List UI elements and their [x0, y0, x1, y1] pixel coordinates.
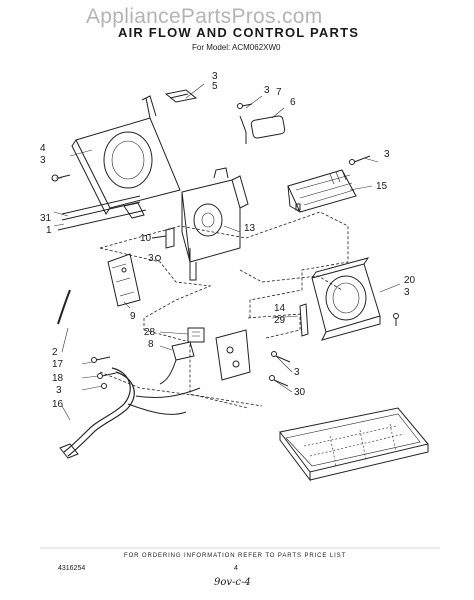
callout-14: 14: [274, 303, 286, 314]
doc-number: 4316254: [58, 565, 86, 572]
callout-6: 6: [290, 97, 296, 108]
callout-3: 3: [148, 253, 154, 264]
callout-29: 29: [274, 315, 286, 326]
callout-7: 7: [276, 87, 282, 98]
callout-20: 20: [404, 275, 416, 286]
part-control-bracket-9: [108, 254, 140, 306]
part-sensor-2: [58, 290, 70, 324]
leader-lines: [54, 84, 400, 420]
part-switch-28: [188, 328, 204, 342]
part-louver-15: [288, 170, 356, 212]
callout-17: 17: [52, 359, 64, 370]
part-capacitor-6: [238, 104, 286, 145]
callout-1: 1: [46, 225, 52, 236]
callout-8: 8: [148, 339, 154, 350]
callout-10: 10: [140, 233, 152, 244]
part-screw-3-30: [270, 352, 291, 387]
part-control-panel-14: [216, 304, 308, 380]
callout-31: 31: [40, 213, 52, 224]
part-screw-3-shroud: [394, 314, 399, 327]
part-front-housing-4: [72, 96, 180, 214]
callout-3: 3: [40, 155, 46, 166]
part-screws-17-18: [92, 357, 117, 389]
callout-5: 5: [212, 81, 218, 92]
page-number: 4: [234, 565, 238, 572]
callout-3: 3: [384, 149, 390, 160]
callout-18: 18: [52, 373, 64, 384]
assembly-outline: [100, 212, 348, 408]
part-clip-5: [166, 90, 196, 102]
callout-3: 3: [404, 287, 410, 298]
callout-9: 9: [130, 311, 136, 322]
part-screw-3-center: [156, 256, 161, 261]
model-subtitle: For Model: ACM062XW0: [192, 43, 281, 52]
callout-3: 3: [212, 71, 218, 82]
part-fan-shroud-20: [312, 258, 380, 340]
callout-3: 3: [56, 385, 62, 396]
callout-30: 30: [294, 387, 306, 398]
page-title: AIR FLOW AND CONTROL PARTS: [118, 25, 360, 40]
callout-15: 15: [376, 181, 388, 192]
part-rails-31-1: [58, 196, 146, 230]
part-base-pan: [280, 408, 428, 480]
part-power-cord-16: [60, 368, 200, 458]
callout-4: 4: [40, 143, 46, 154]
part-screw-3-right: [350, 156, 371, 165]
ordering-note: FOR ORDERING INFORMATION REFER TO PARTS …: [124, 553, 347, 559]
callout-3: 3: [294, 367, 300, 378]
watermark: AppliancePartsPros.com: [86, 5, 323, 28]
part-fan-housing-13: [182, 168, 248, 280]
callout-3: 3: [264, 85, 270, 96]
part-thermostat-8: [160, 342, 194, 384]
callout-16: 16: [52, 399, 64, 410]
handwritten-note: 9ov-c-4: [214, 577, 251, 588]
callout-2: 2: [52, 347, 58, 358]
callout-13: 13: [244, 223, 256, 234]
callout-28: 28: [144, 327, 156, 338]
